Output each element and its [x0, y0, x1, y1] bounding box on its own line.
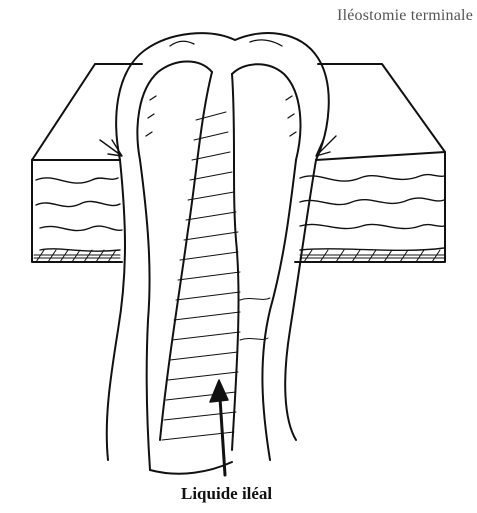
ileum-inner-left [140, 160, 150, 470]
flow-label: Liquide iléal [181, 484, 272, 504]
skin-surface-right [318, 64, 445, 152]
wall-front-left [32, 160, 122, 262]
diagram-title: Iléostomie terminale [337, 7, 473, 25]
mucosa-column-right [232, 74, 239, 450]
wall-front-right [295, 152, 445, 262]
suture-mark-right [316, 136, 336, 156]
stoma-inner-left [137, 62, 212, 161]
flow-arrow [210, 380, 228, 475]
skin-surface-left [32, 64, 142, 160]
abdominal-wall [32, 64, 445, 262]
flow-arrow-shaft [220, 398, 225, 475]
stoma-inner-right [232, 64, 300, 160]
subcutaneous-texture [36, 175, 444, 252]
fascia-hatching [34, 250, 444, 262]
flow-arrow-head [210, 380, 228, 402]
mucosa-column-left [160, 72, 212, 440]
ileum-inner-right [262, 160, 296, 460]
ileal-stoma [100, 33, 336, 160]
